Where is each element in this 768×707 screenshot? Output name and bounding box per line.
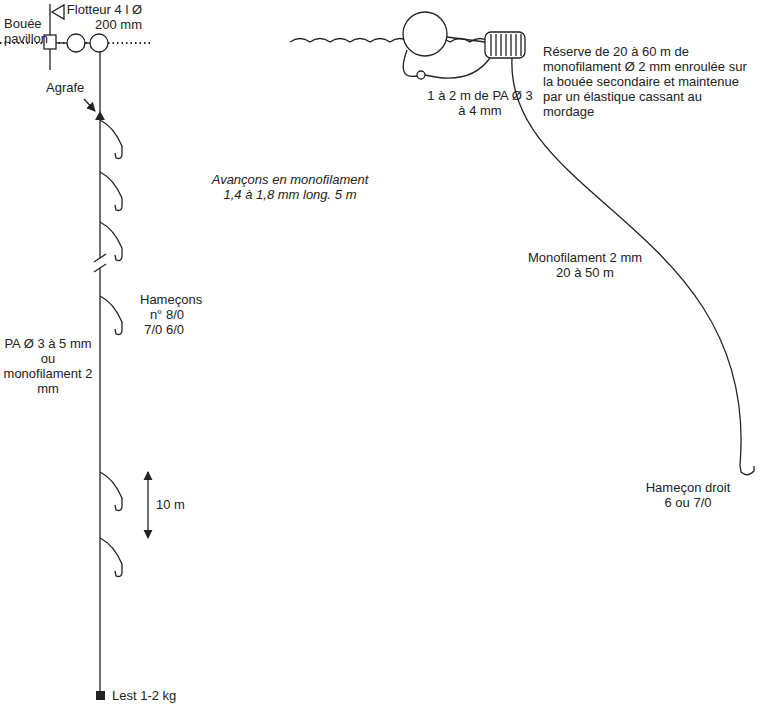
main-line <box>99 52 100 258</box>
label-text: Monofilament 2 mm 20 à 50 m <box>520 250 650 280</box>
annotation-label: Monofilament 2 mm 20 à 50 m <box>520 250 650 280</box>
annotation-label: Lest 1-2 kg <box>112 688 212 703</box>
annotation-label: Hameçon droit 6 ou 7/0 <box>645 480 731 510</box>
label-text: Agrafe <box>46 80 106 95</box>
break-mark <box>94 264 106 272</box>
label-text: Hameçons n° 8/0 7/0 6/0 <box>140 292 184 337</box>
annotation-label: Réserve de 20 à 60 m de monofilament Ø 2… <box>543 44 755 119</box>
spacing-dimension <box>147 472 148 538</box>
spool-stripe <box>495 34 496 56</box>
annotation-label: Flotteur 4 l Ø 200 mm <box>66 2 142 32</box>
annotation-label: 10 m <box>156 497 206 512</box>
label-text: Avançons en monofilament 1,4 à 1,8 mm lo… <box>205 172 375 202</box>
snood-hook <box>100 120 122 159</box>
snood-hook <box>100 472 122 511</box>
main-line <box>99 268 100 692</box>
secondary-buoy-spool <box>485 32 525 58</box>
annotation-label: 1 à 2 m de PA Ø 3 à 4 mm <box>425 88 535 118</box>
buoy-link <box>447 37 485 42</box>
snood-hook <box>100 296 122 335</box>
main-buoy <box>403 12 447 56</box>
flag <box>52 5 64 19</box>
spool-stripe <box>490 34 491 56</box>
spool-stripe <box>500 34 501 56</box>
label-text: 1 à 2 m de PA Ø 3 à 4 mm <box>425 88 535 118</box>
pa-line <box>425 58 490 78</box>
spool-stripe <box>520 34 521 56</box>
snood-hook <box>100 222 122 261</box>
snood-hook <box>100 172 122 211</box>
ring <box>417 71 425 79</box>
label-text: Bouée pavillon <box>4 16 54 46</box>
weight <box>96 691 105 700</box>
clip-pointer <box>84 99 95 111</box>
monofilament-line <box>512 58 754 475</box>
annotation-label: Agrafe <box>46 80 106 95</box>
label-text: Hameçon droit 6 ou 7/0 <box>645 480 731 510</box>
label-text: PA Ø 3 à 5 mm ou monofilament 2 mm <box>2 336 94 396</box>
spool-stripe <box>505 34 506 56</box>
annotation-label: PA Ø 3 à 5 mm ou monofilament 2 mm <box>2 336 94 396</box>
buoy-link <box>56 42 67 43</box>
spool-winding <box>491 34 521 56</box>
label-text: Réserve de 20 à 60 m de monofilament Ø 2… <box>543 44 755 119</box>
label-text: 10 m <box>156 497 206 512</box>
label-text: Lest 1-2 kg <box>112 688 212 703</box>
float <box>67 34 85 52</box>
snoods <box>100 120 122 577</box>
float-link <box>85 42 90 43</box>
label-text: Flotteur 4 l Ø 200 mm <box>66 2 142 32</box>
spool-stripe <box>510 34 511 56</box>
snood-hook <box>100 538 122 577</box>
annotation-label: Hameçons n° 8/0 7/0 6/0 <box>140 292 184 337</box>
clip <box>95 111 105 120</box>
float <box>90 34 108 52</box>
spool-stripe <box>515 34 516 56</box>
annotation-label: Bouée pavillon <box>4 16 54 46</box>
annotation-label: Avançons en monofilament 1,4 à 1,8 mm lo… <box>205 172 375 202</box>
break-mark <box>94 254 106 262</box>
